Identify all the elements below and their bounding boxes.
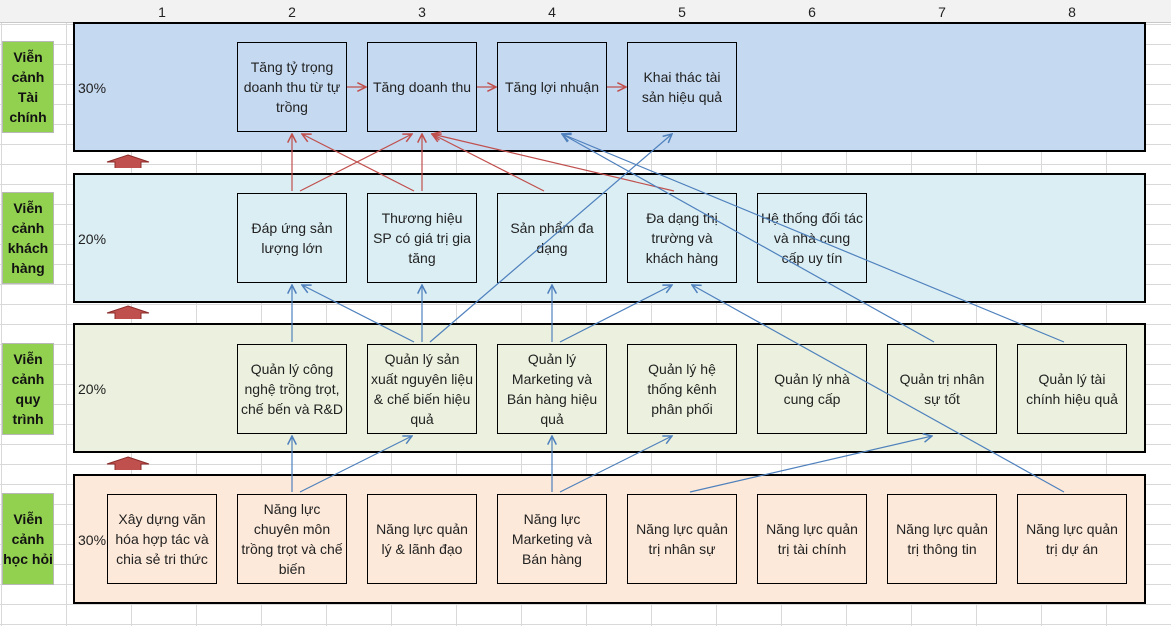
objective-box-c3: Thương hiệu SP có giá trị gia tăng [367, 193, 477, 283]
column-number-8: 8 [1068, 4, 1076, 20]
perspective-label-customer: Viễn cảnh khách hàng [2, 192, 54, 284]
perspective-weight-process: 20% [78, 381, 107, 397]
up-block-arrow-1 [106, 154, 150, 168]
column-number-7: 7 [938, 4, 946, 20]
column-number-3: 3 [418, 4, 426, 20]
column-number-4: 4 [548, 4, 556, 20]
column-header-row [0, 0, 1171, 23]
objective-box-l7: Năng lực quản trị thông tin [887, 494, 997, 584]
perspective-band-customer [73, 173, 1146, 303]
objective-box-p6: Quản lý nhà cung cấp [757, 344, 867, 434]
objective-box-p5: Quản lý hệ thống kênh phân phối [627, 344, 737, 434]
objective-box-f4: Tăng lợi nhuận [497, 42, 607, 132]
objective-box-p4: Quản lý Marketing và Bán hàng hiệu quả [497, 344, 607, 434]
objective-box-f5: Khai thác tài sản hiệu quả [627, 42, 737, 132]
objective-box-l8: Năng lực quản trị dự án [1017, 494, 1127, 584]
objective-box-f3: Tăng doanh thu [367, 42, 477, 132]
objective-box-f2: Tăng tỷ trọng doanh thu từ tự trồng [237, 42, 347, 132]
objective-box-c6: Hệ thống đối tác và nhà cung cấp uy tín [757, 193, 867, 283]
perspective-label-process: Viễn cảnh quy trình [2, 343, 54, 435]
objective-box-l1: Xây dựng văn hóa hợp tác và chia sẻ tri … [107, 494, 217, 584]
objective-box-p8: Quản lý tài chính hiệu quả [1017, 344, 1127, 434]
column-number-1: 1 [158, 4, 166, 20]
perspective-weight-customer: 20% [78, 231, 107, 247]
column-number-6: 6 [808, 4, 816, 20]
perspective-label-learning: Viễn cảnh học hỏi [2, 493, 54, 585]
perspective-label-financial: Viễn cảnh Tài chính [2, 41, 54, 133]
objective-box-l2: Năng lực chuyên môn trồng trọt và chế bi… [237, 494, 347, 584]
objective-box-l6: Năng lực quản trị tài chính [757, 494, 867, 584]
column-number-5: 5 [678, 4, 686, 20]
perspective-weight-financial: 30% [78, 80, 107, 96]
up-block-arrow-2 [106, 305, 150, 319]
objective-box-c4: Sản phẩm đa dạng [497, 193, 607, 283]
perspective-band-financial [73, 22, 1146, 152]
objective-box-l4: Năng lực Marketing và Bán hàng [497, 494, 607, 584]
objective-box-c2: Đáp ứng sản lượng lớn [237, 193, 347, 283]
objective-box-p7: Quản trị nhân sự tốt [887, 344, 997, 434]
objective-box-c5: Đa dạng thị trường và khách hàng [627, 193, 737, 283]
perspective-weight-learning: 30% [78, 532, 107, 548]
objective-box-l3: Năng lực quản lý & lãnh đạo [367, 494, 477, 584]
objective-box-p3: Quản lý sản xuất nguyên liệu & chế biến … [367, 344, 477, 434]
column-number-2: 2 [288, 4, 296, 20]
objective-box-l5: Năng lực quản trị nhân sự [627, 494, 737, 584]
objective-box-p2: Quản lý công nghệ trồng trọt, chế bến và… [237, 344, 347, 434]
up-block-arrow-3 [106, 456, 150, 470]
